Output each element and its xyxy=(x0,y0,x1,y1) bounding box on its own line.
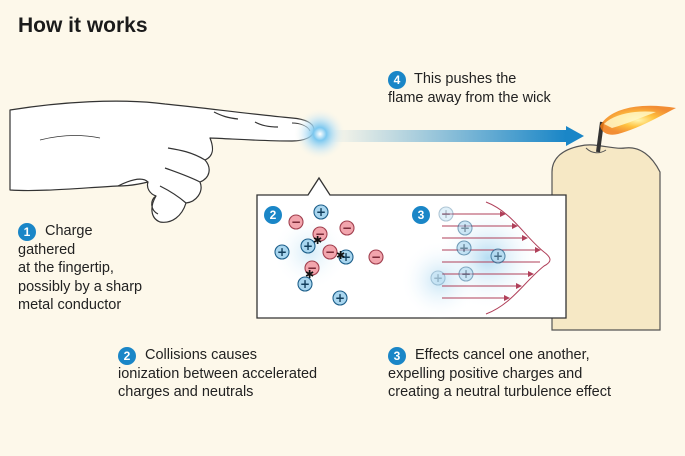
svg-text:−: − xyxy=(291,215,301,229)
svg-text:✱: ✱ xyxy=(336,249,345,262)
svg-text:+: + xyxy=(493,249,503,263)
svg-text:+: + xyxy=(316,205,326,219)
step-2-caption: Collisions causes ionization between acc… xyxy=(118,347,318,400)
positive-ion: + xyxy=(457,220,473,236)
page-title: How it works xyxy=(18,14,148,37)
svg-text:+: + xyxy=(277,245,287,259)
inset-badge-3: 3 xyxy=(412,206,430,224)
inset-badge-2: 2 xyxy=(264,206,282,224)
positive-ion: + xyxy=(274,244,290,260)
push-beam xyxy=(330,130,566,142)
svg-text:+: + xyxy=(303,239,313,253)
positive-ion: + xyxy=(332,290,348,306)
positive-ion: + xyxy=(313,204,329,220)
negative-ion: − xyxy=(288,214,304,230)
positive-ion: + xyxy=(438,206,454,222)
negative-ion: − xyxy=(322,244,338,260)
step-1-badge: 1 xyxy=(18,223,36,241)
collision-sparks: ✱ ✱ ✱ xyxy=(305,234,345,281)
candle-illustration xyxy=(551,105,676,331)
negative-ion: − xyxy=(339,220,355,236)
positive-ion: + xyxy=(456,240,472,256)
svg-text:−: − xyxy=(371,250,381,264)
svg-text:+: + xyxy=(461,267,471,281)
negative-ion: − xyxy=(312,226,328,242)
fingertip-charge-glow xyxy=(294,108,346,160)
positive-ion: + xyxy=(430,270,446,286)
svg-text:−: − xyxy=(307,261,317,275)
positive-ion: + xyxy=(297,276,313,292)
push-arrowhead xyxy=(566,126,584,146)
svg-text:−: − xyxy=(325,245,335,259)
ion-particles: −+−−++−+−−++++++++ xyxy=(274,204,506,306)
svg-text:+: + xyxy=(441,207,451,221)
positive-ion: + xyxy=(490,248,506,264)
svg-text:−: − xyxy=(315,227,325,241)
step-4-caption: This pushes the flame away from the wick xyxy=(388,71,551,106)
negative-ion: − xyxy=(304,260,320,276)
step-2-badge: 2 xyxy=(118,347,136,365)
svg-text:+: + xyxy=(300,277,310,291)
svg-text:+: + xyxy=(433,271,443,285)
svg-text:✱: ✱ xyxy=(305,268,314,281)
positive-ion: + xyxy=(300,238,316,254)
svg-text:+: + xyxy=(459,241,469,255)
flame xyxy=(600,105,676,135)
svg-text:−: − xyxy=(342,221,352,235)
negative-ion: − xyxy=(368,249,384,265)
positive-ion: + xyxy=(458,266,474,282)
step-3-badge: 3 xyxy=(388,347,406,365)
svg-text:✱: ✱ xyxy=(313,234,322,247)
step-4-badge: 4 xyxy=(388,71,406,89)
step-3-caption: Effects cancel one another, expelling po… xyxy=(388,347,612,400)
positive-ion: + xyxy=(338,249,354,265)
svg-text:+: + xyxy=(335,291,345,305)
svg-text:+: + xyxy=(460,221,470,235)
step-1-caption: Charge gathered at the fingertip, possib… xyxy=(18,223,143,313)
svg-text:+: + xyxy=(341,250,351,264)
ionization-inset-panel xyxy=(256,176,567,320)
hand-illustration xyxy=(9,100,315,223)
flow-lines xyxy=(442,201,551,315)
